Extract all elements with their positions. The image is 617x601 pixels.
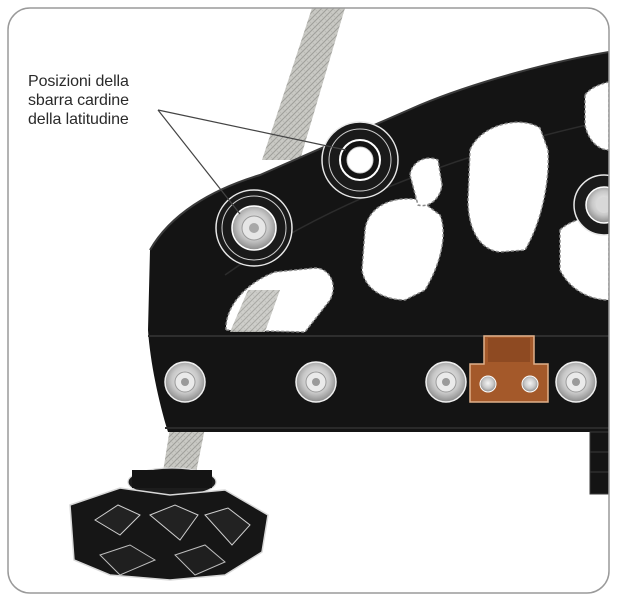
callout-leaders: [157, 109, 347, 215]
callout-line-3: della latitudine: [28, 111, 129, 128]
panel-border: [7, 7, 610, 594]
callout-line-1: Posizioni della: [28, 73, 129, 90]
body-cutouts: [225, 81, 609, 333]
rail-bolts: [164, 361, 597, 403]
hinge-bolt-lower: [215, 189, 293, 267]
lower-strap: [162, 428, 205, 478]
rail-bolt: [164, 361, 206, 403]
side-block: [589, 431, 609, 495]
hinge-bolt-right: [573, 174, 609, 236]
callout-line-2: sbarra cardine: [28, 92, 129, 109]
rail-bolt: [295, 361, 337, 403]
hinge-bolt-upper: [321, 121, 399, 199]
rail-bolt: [555, 361, 597, 403]
copper-bracket: [469, 335, 549, 403]
rail-bolt: [425, 361, 467, 403]
locking-knob-icon: [69, 467, 269, 581]
callout-label: Posizioni della sbarra cardine della lat…: [28, 72, 129, 129]
upper-strap: [262, 8, 345, 160]
